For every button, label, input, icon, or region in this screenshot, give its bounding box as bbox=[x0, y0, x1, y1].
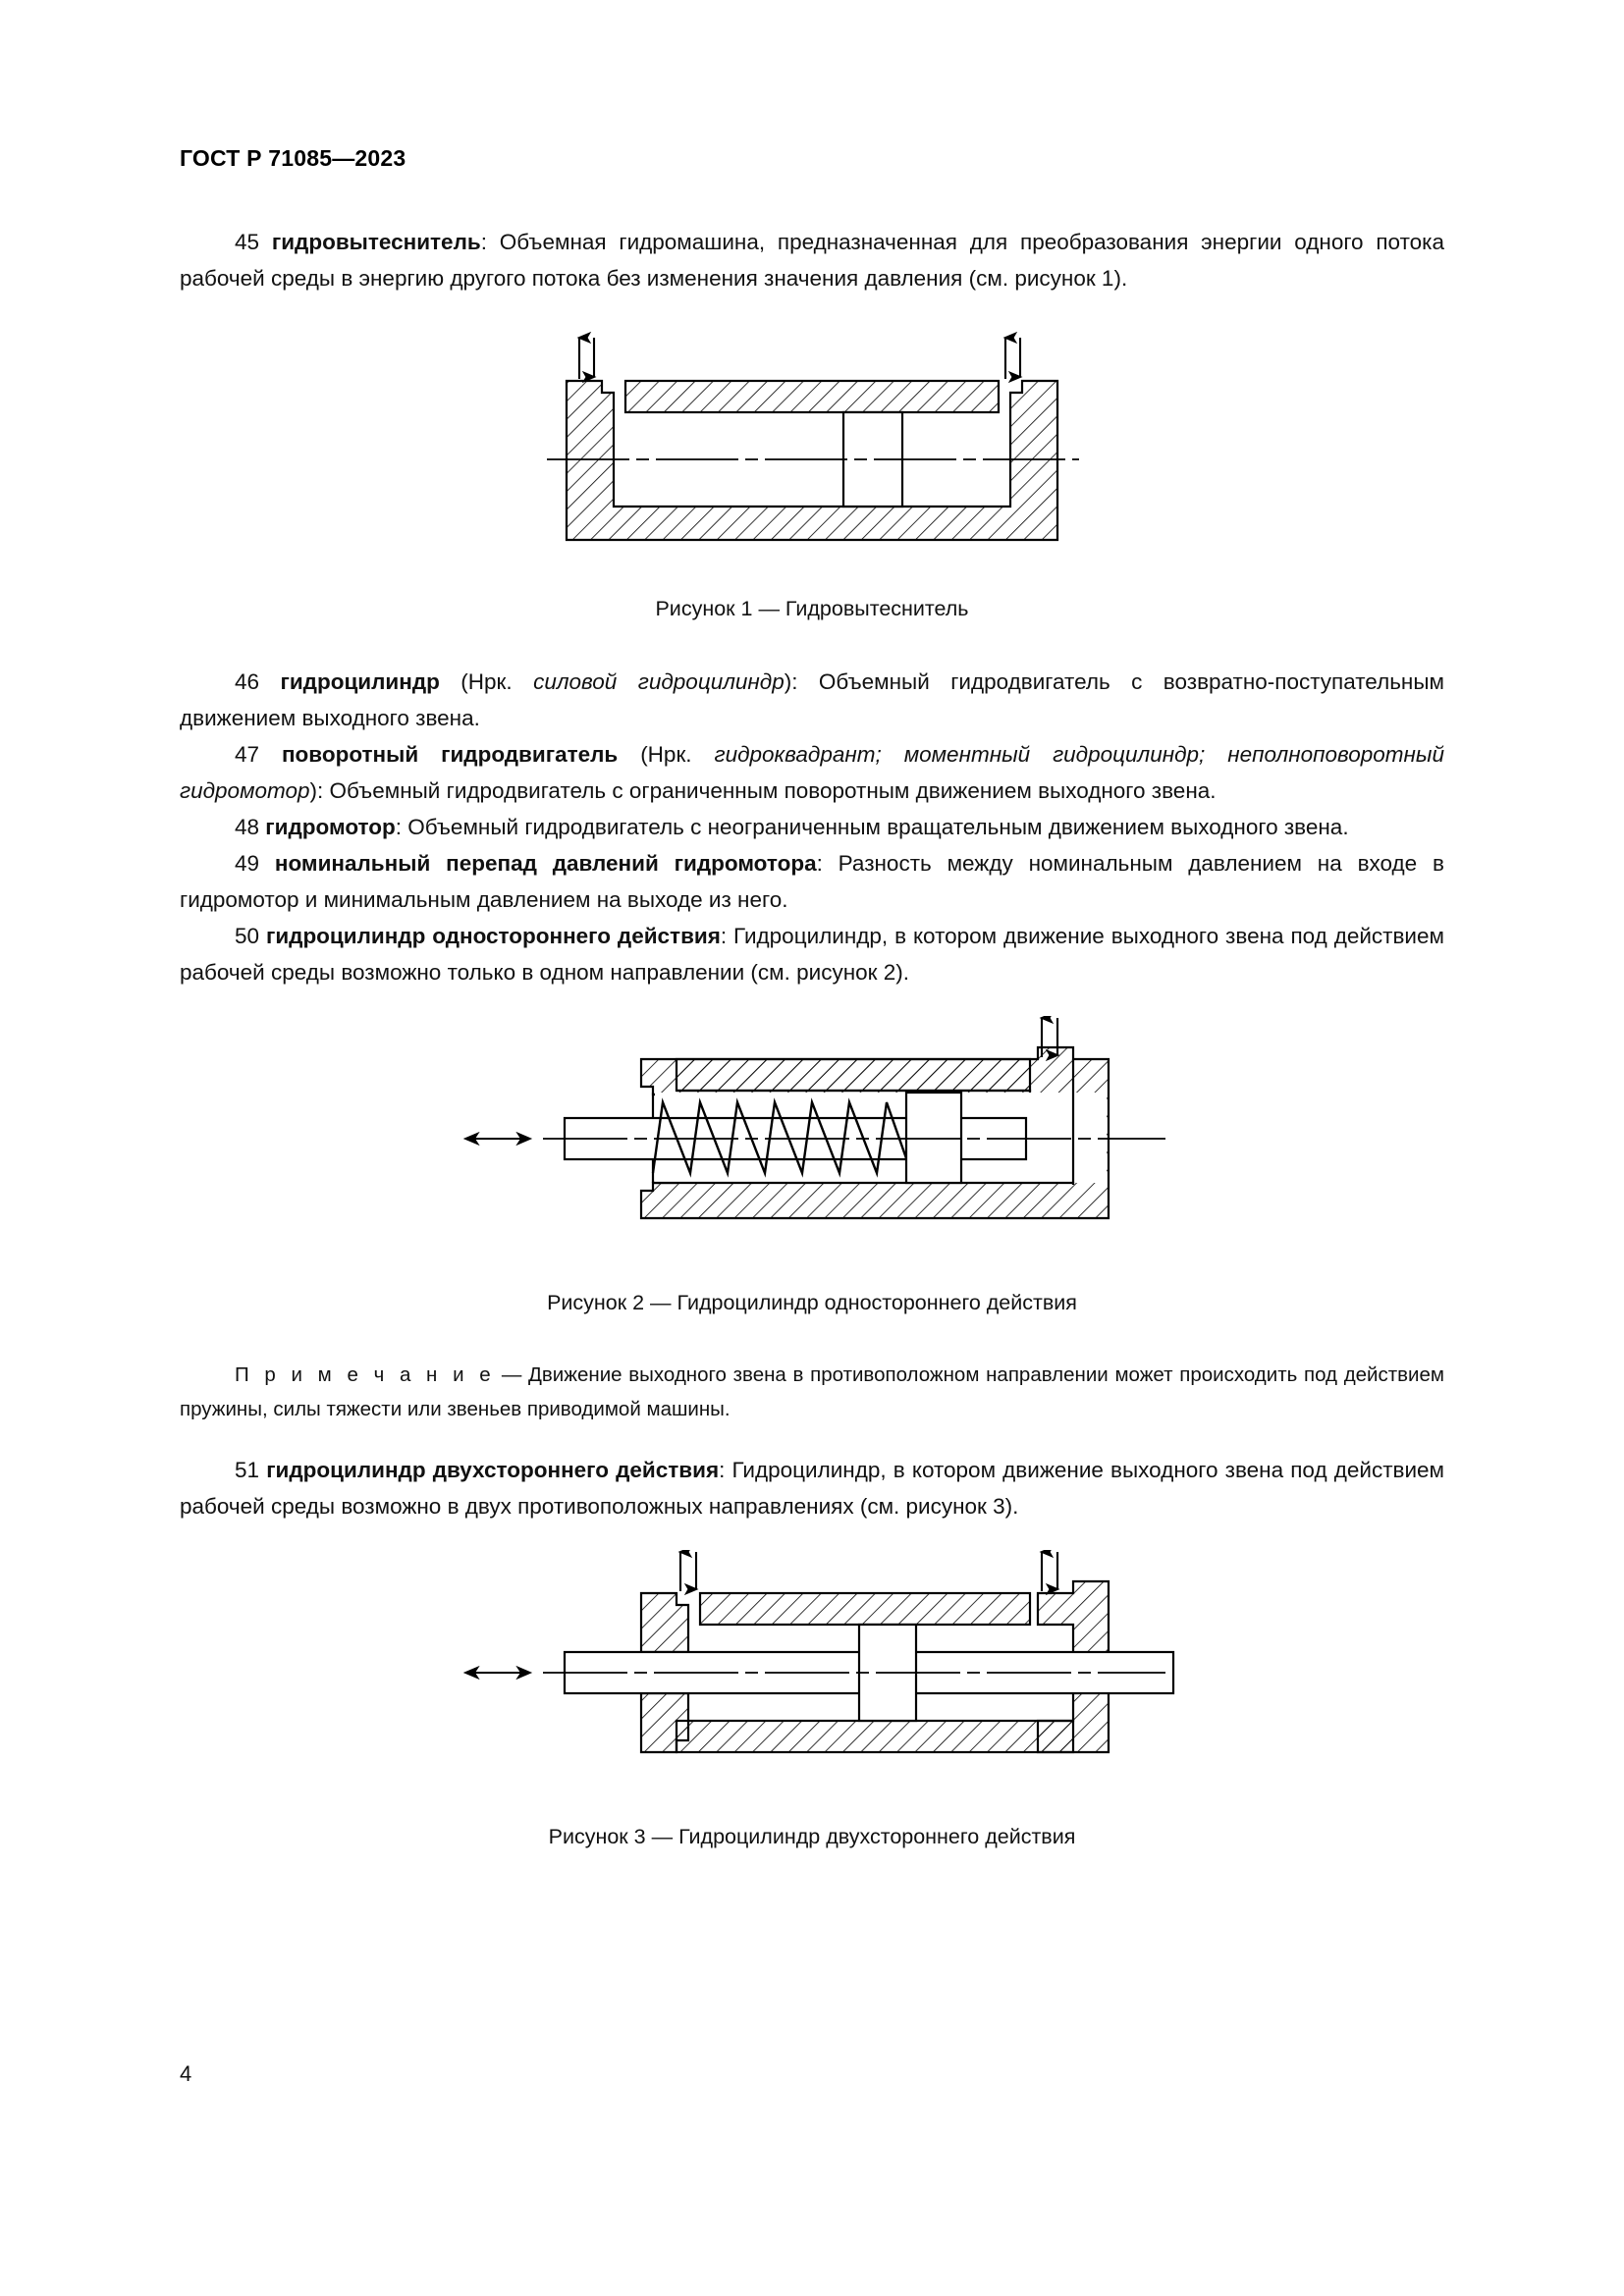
entry-alt-prefix: (Нрк. bbox=[439, 669, 534, 694]
definition-entry-45: 45 гидровытеснитель: Объемная гидромашин… bbox=[180, 224, 1444, 296]
entry-term: гидромотор bbox=[265, 815, 396, 839]
entry-alt-term: гидроквадрант; моментный гидроцилиндр; н… bbox=[180, 742, 1444, 803]
entry-number: 49 bbox=[235, 851, 260, 876]
figure-3-caption: Рисунок 3 — Гидроцилиндр двухстороннего … bbox=[548, 1825, 1076, 1848]
entry-term: номинальный перепад давлений гидромотора bbox=[274, 851, 817, 876]
figure-1-caption: Рисунок 1 — Гидровытеснитель bbox=[655, 597, 969, 620]
cylinder-bottom-plate bbox=[675, 1719, 1075, 1754]
note-dash: — bbox=[495, 1363, 529, 1386]
definition-entry-50: 50 гидроцилиндр одностороннего действия:… bbox=[180, 918, 1444, 990]
note-text: Движение выходного звена в противоположн… bbox=[180, 1363, 1444, 1420]
cylinder-body bbox=[565, 379, 1059, 542]
entry-alt-prefix: (Нрк. bbox=[618, 742, 715, 767]
entry-definition: : Гидроцилиндр, в котором движение выход… bbox=[180, 924, 1444, 985]
page-number: 4 bbox=[180, 2061, 192, 2086]
definition-entry-48: 48 гидромотор: Объемный гидродвигатель с… bbox=[180, 809, 1444, 845]
return-spring bbox=[651, 1097, 908, 1178]
note-paragraph: П р и м е ч а н и е — Движение выходного… bbox=[180, 1358, 1444, 1426]
entry-term: гидроцилиндр bbox=[280, 669, 440, 694]
entry-alt-term: силовой гидроцилиндр bbox=[533, 669, 785, 694]
entry-number: 50 bbox=[235, 924, 260, 948]
figure-3-drawing bbox=[462, 1550, 1175, 1754]
displacer-plate bbox=[623, 379, 1001, 414]
entry-definition: : Объемный гидродвигатель с неограниченн… bbox=[395, 815, 1349, 839]
entry-term: гидроцилиндр одностороннего действия bbox=[265, 924, 721, 948]
entry-number: 46 bbox=[235, 669, 260, 694]
piston-block bbox=[904, 1091, 963, 1185]
figure-1: Рисунок 1 — Гидровытеснитель bbox=[180, 322, 1444, 624]
figure-2: Рисунок 2 — Гидроцилиндр одностороннего … bbox=[180, 1016, 1444, 1318]
document-header: ГОСТ Р 71085—2023 bbox=[180, 145, 406, 171]
figure-1-drawing bbox=[547, 331, 1079, 542]
entry-number: 45 bbox=[235, 230, 260, 254]
entry-term: гидровытеснитель bbox=[271, 230, 481, 254]
entry-definition: ): Объемный гидродвигатель с возвратно-п… bbox=[180, 669, 1444, 730]
entry-definition: : Разность между номинальным давлением н… bbox=[180, 851, 1444, 912]
left-cap-upper bbox=[639, 1591, 690, 1654]
cylinder-top-plate bbox=[698, 1591, 1032, 1627]
entry-number: 51 bbox=[235, 1458, 260, 1482]
definition-entry-51: 51 гидроцилиндр двухстороннего действия:… bbox=[180, 1452, 1444, 1524]
definition-entry-47: 47 поворотный гидродвигатель (Нрк. гидро… bbox=[180, 736, 1444, 809]
figure-3: Рисунок 3 — Гидроцилиндр двухстороннего … bbox=[180, 1550, 1444, 1852]
definition-entry-46: 46 гидроцилиндр (Нрк. силовой гидроцилин… bbox=[180, 664, 1444, 736]
entry-number: 48 bbox=[235, 815, 260, 839]
entry-definition: : Объемная гидромашина, предназначенная … bbox=[180, 230, 1444, 291]
entry-definition: ): Объемный гидродвигатель с ограниченны… bbox=[309, 778, 1217, 803]
entry-number: 47 bbox=[235, 742, 260, 767]
entry-definition: : Гидроцилиндр, в котором движение выход… bbox=[180, 1458, 1444, 1519]
figure-2-drawing bbox=[462, 1016, 1165, 1220]
entry-term: поворотный гидродвигатель bbox=[281, 742, 619, 767]
entry-term: гидроцилиндр двухстороннего действия bbox=[266, 1458, 720, 1482]
note-label: П р и м е ч а н и е bbox=[235, 1363, 496, 1386]
cylinder-top-plate bbox=[675, 1057, 1032, 1093]
figure-2-caption: Рисунок 2 — Гидроцилиндр одностороннего … bbox=[547, 1291, 1077, 1314]
definition-entry-49: 49 номинальный перепад давлений гидромот… bbox=[180, 845, 1444, 918]
text-column: 45 гидровытеснитель: Объемная гидромашин… bbox=[180, 224, 1444, 1852]
